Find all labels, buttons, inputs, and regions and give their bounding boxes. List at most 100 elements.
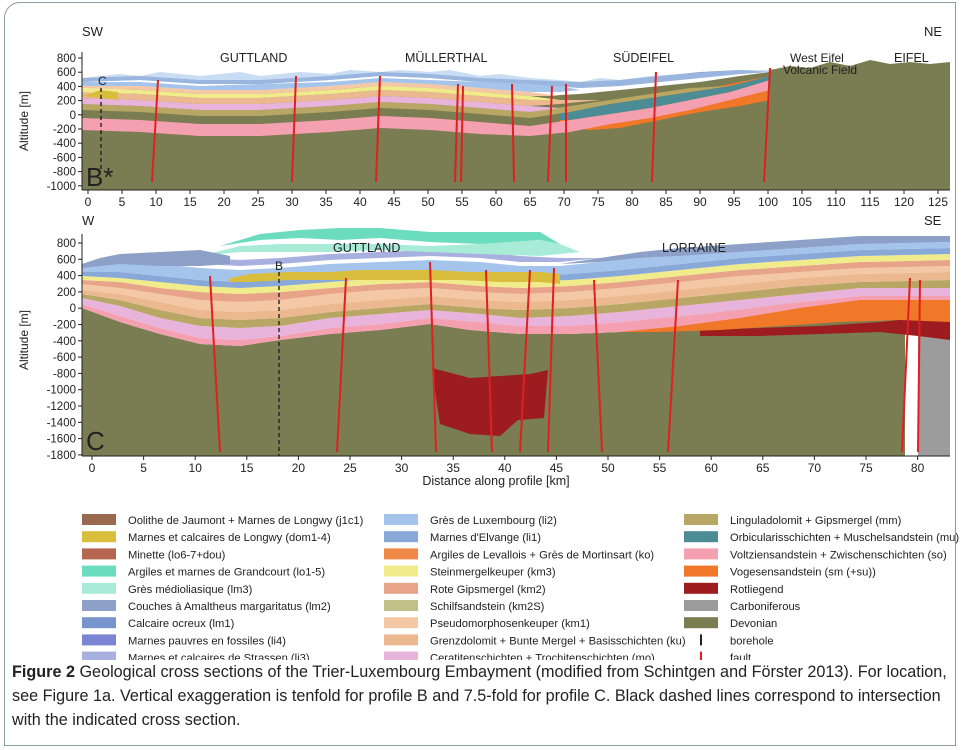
x-tick-label: 45	[387, 195, 401, 209]
profile-c-y-ticks: 8006004002000-200-400-600-800-1000-1200-…	[47, 238, 82, 462]
x-tick-label: 35	[447, 461, 461, 475]
y-tick-label: 200	[57, 96, 76, 108]
legend-label: Pseudomorphosenkeuper (km1)	[430, 618, 590, 630]
figure-label: Figure 2	[12, 663, 75, 681]
legend-swatch	[82, 634, 116, 646]
profile-b-region-eifel: EIFEL	[894, 51, 929, 65]
y-tick-label: 600	[57, 67, 76, 79]
x-tick-label: 0	[89, 461, 96, 475]
fault-line	[547, 85, 553, 183]
legend-label: Rotliegend	[730, 584, 784, 596]
legend-label: Vogesensandstein (sm (+su))	[730, 567, 876, 579]
stratum-voltziensandstein	[82, 80, 770, 136]
x-tick-label: 0	[85, 195, 92, 209]
profile-c: B 8006004002000-200-400-600-800-1000-120…	[17, 213, 950, 488]
fault-line	[291, 75, 297, 183]
x-tick-label: 50	[421, 195, 435, 209]
y-tick-label: 200	[57, 287, 76, 299]
profile-b-y-axis-title: Altitude [m]	[17, 91, 31, 151]
stratum-grandcourt	[220, 228, 560, 246]
x-tick-label: 120	[894, 195, 914, 209]
stratum-longwy	[230, 270, 560, 284]
fault-line	[375, 75, 381, 183]
y-tick-label: 400	[57, 271, 76, 283]
y-tick-label: 600	[57, 254, 76, 266]
legend-swatch	[82, 531, 116, 543]
x-tick-label: 30	[395, 461, 409, 475]
x-tick-label: 110	[826, 195, 845, 209]
legend-label: Oolithe de Jaumont + Marnes de Longwy (j…	[128, 515, 364, 527]
stratum-ceratiten	[82, 96, 560, 112]
legend-swatch	[384, 514, 418, 525]
legend-label: Marnes et calcaires de Strassen (li3)	[128, 653, 310, 660]
legend: Oolithe de Jaumont + Marnes de Longwy (j…	[82, 514, 959, 660]
legend-swatch	[684, 617, 718, 629]
x-tick-label: 10	[189, 461, 203, 475]
legend-swatch	[684, 565, 718, 577]
x-tick-label: 65	[523, 195, 537, 209]
x-tick-label: 80	[911, 461, 925, 475]
profile-c-region-lorraine: LORRAINE	[662, 241, 726, 255]
legend-label: Carboniferous	[730, 601, 801, 613]
legend-label: Argiles de Levallois + Grès de Mortinsar…	[430, 549, 654, 561]
x-tick-label: 70	[557, 195, 571, 209]
stratum-rotliegend-east	[700, 318, 950, 340]
x-tick-label: 20	[217, 195, 231, 209]
legend-label: Grenzdolomit + Bunte Mergel + Basisschic…	[430, 635, 686, 647]
profile-b-region-volcanic-field: Volcanic Field	[783, 63, 857, 77]
legend-swatch	[82, 514, 116, 525]
x-tick-label: 35	[319, 195, 333, 209]
x-tick-label: 115	[860, 195, 879, 209]
stratum-km3	[82, 254, 950, 294]
stratum-eifel-surface	[770, 60, 950, 72]
y-tick-label: -1600	[47, 434, 76, 446]
x-tick-label: 25	[343, 461, 357, 475]
legend-label: Minette (lo6-7+dou)	[128, 549, 226, 561]
profile-b-region-guttland: GUTTLAND	[220, 51, 287, 65]
x-tick-label: 85	[659, 195, 673, 209]
x-tick-label: 70	[808, 461, 822, 475]
legend-label: Rote Gipsmergel (km2)	[430, 584, 546, 596]
legend-swatch	[384, 531, 418, 543]
stratum-muschelsandstein	[560, 76, 770, 120]
legend-label: Linguladolomit + Gipsmergel (mm)	[730, 515, 902, 527]
profile-b-dir-left: SW	[82, 24, 104, 39]
fault-line	[460, 85, 464, 183]
x-tick-label: 90	[693, 195, 707, 209]
fault-line	[209, 275, 221, 453]
profile-c-strata	[82, 228, 950, 456]
x-tick-label: 15	[183, 195, 197, 209]
profile-b-panel-label: B*	[86, 162, 113, 192]
fault-line	[651, 71, 657, 183]
legend-label: Marnes d'Elvange (li1)	[430, 532, 541, 544]
y-tick-label: 0	[70, 110, 76, 122]
profile-b-region-mullerthal: MÜLLERTHAL	[405, 51, 487, 65]
legend-swatch	[384, 651, 418, 660]
profile-c-panel-label: C	[86, 426, 105, 456]
legend-label: Marnes pauvres en fossiles (li4)	[128, 635, 286, 647]
legend-label: Calcaire ocreux (lm1)	[128, 618, 235, 630]
y-tick-label: -1800	[47, 450, 76, 462]
fault-line	[901, 277, 911, 453]
stratum-carboniferous	[918, 334, 950, 456]
legend-label: fault	[730, 653, 752, 660]
fault-line	[667, 279, 679, 453]
fault-line	[485, 269, 493, 453]
legend-swatch	[82, 617, 116, 629]
x-tick-label: 75	[591, 195, 605, 209]
y-tick-label: -800	[53, 368, 76, 380]
profile-b-region-sudeifel: SÜDEIFEL	[613, 51, 674, 65]
y-tick-label: -1000	[47, 385, 76, 397]
fault-line	[429, 261, 437, 453]
profile-c-region-guttland: GUTTLAND	[333, 241, 400, 255]
fault-line	[511, 83, 515, 183]
y-tick-label: 800	[57, 238, 76, 250]
x-tick-label: 30	[285, 195, 299, 209]
figure-caption: Figure 2 Geological cross sections of th…	[12, 660, 952, 732]
stratum-voltziensandstein	[82, 296, 950, 346]
stratum-lias-upper-east	[560, 236, 950, 264]
x-tick-label: 25	[251, 195, 265, 209]
